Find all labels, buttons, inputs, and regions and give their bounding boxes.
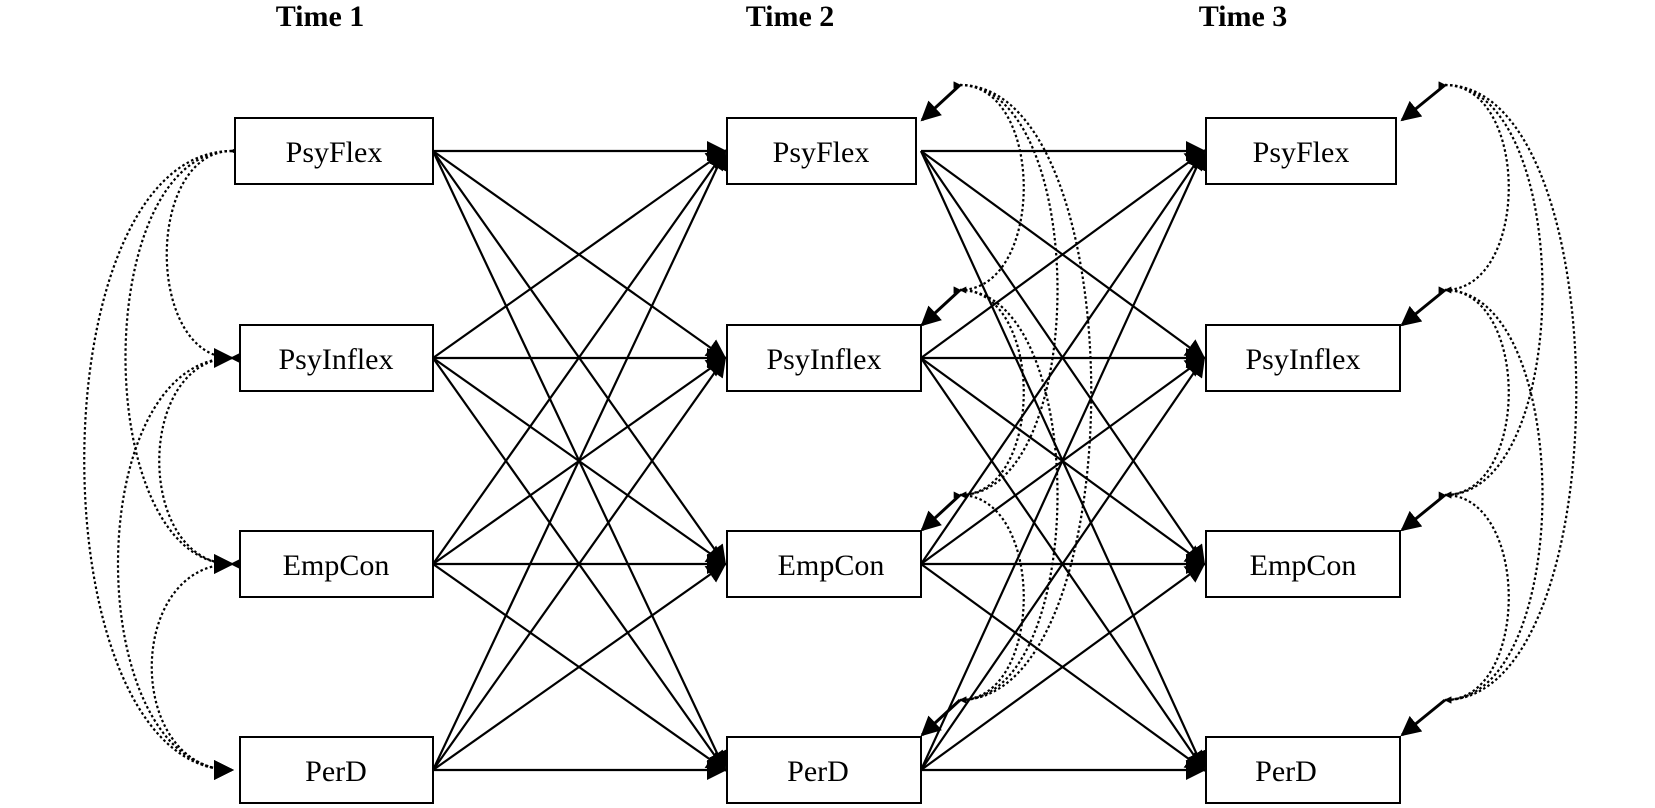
path-t2-perd-to-t3-empcon xyxy=(920,562,1206,771)
t3-residual-arrow-perd xyxy=(1400,698,1446,737)
t1-covariance-psyflex-psyinflex xyxy=(165,140,251,368)
t2-residual-arrow-perd xyxy=(920,698,962,737)
t2-residual-arrow-psyinflex xyxy=(920,288,962,327)
t3-residual-covariance-psyinflex-empcon xyxy=(1438,286,1510,499)
node-label: PerD xyxy=(1255,755,1317,788)
t3-residual-arrow-psyinflex xyxy=(1400,288,1446,327)
time-1-label: Time 1 xyxy=(276,0,365,33)
t3-residual-covariance-psyflex-psyinflex xyxy=(1438,81,1510,294)
time-2-psyinflex-node: PsyInflex xyxy=(726,324,922,392)
t2-residual-arrow-psyflex xyxy=(920,83,962,122)
path-t1-psyinflex-to-t2-psyflex xyxy=(432,149,727,359)
time-3-psyflex-node: PsyFlex xyxy=(1205,117,1397,185)
path-t2-perd-to-t3-psyinflex xyxy=(920,356,1206,771)
path-t2-perd-to-t3-psyflex xyxy=(919,149,1206,771)
node-label: PsyFlex xyxy=(773,136,870,169)
t2-residual-covariance-psyflex-psyinflex xyxy=(953,81,1025,294)
node-label: PerD xyxy=(787,755,849,788)
t2-residual-arrow-empcon xyxy=(920,493,962,532)
path-t2-empcon-to-t3-psyflex xyxy=(920,149,1206,565)
t3-residual-covariance-psyflex-empcon xyxy=(1438,81,1544,499)
time-3-perd-node: PerD xyxy=(1205,736,1401,804)
path-t1-empcon-to-t2-psyflex xyxy=(432,149,727,565)
t1-covariance-psyflex-empcon xyxy=(124,140,251,574)
node-label: PsyFlex xyxy=(286,136,383,169)
residual-paths xyxy=(920,83,1446,737)
time-3-empcon-node: EmpCon xyxy=(1205,530,1401,598)
t3-residual-covariance-psyinflex-perd xyxy=(1438,286,1544,704)
time-1-psyflex-node: PsyFlex xyxy=(234,117,434,185)
time-2-perd-node: PerD xyxy=(726,736,922,804)
node-label: PerD xyxy=(305,755,367,788)
time-3-label: Time 3 xyxy=(1199,0,1288,33)
t3-residual-arrow-empcon xyxy=(1400,493,1446,532)
time-2-empcon-node: EmpCon xyxy=(726,530,922,598)
covariance-paths xyxy=(83,81,1578,780)
node-label: PsyFlex xyxy=(1253,136,1350,169)
t1-covariance-empcon-perd xyxy=(150,553,251,780)
t2-residual-covariance-empcon-perd xyxy=(953,491,1025,704)
time-2-label: Time 2 xyxy=(746,0,835,33)
node-label: PsyInflex xyxy=(1246,343,1361,376)
t2-residual-covariance-psyinflex-perd xyxy=(953,286,1059,704)
t1-covariance-psyinflex-perd xyxy=(117,347,251,780)
node-label: EmpCon xyxy=(1250,549,1357,582)
t1-covariance-psyinflex-empcon xyxy=(158,347,251,574)
t1-covariance-psyflex-perd xyxy=(83,140,251,780)
path-t1-perd-to-t2-psyflex xyxy=(432,149,727,771)
time-1-perd-node: PerD xyxy=(239,736,434,804)
t3-residual-arrow-psyflex xyxy=(1400,83,1446,122)
t2-residual-covariance-psyflex-perd xyxy=(953,81,1093,704)
path-t1-perd-to-t2-empcon xyxy=(432,562,727,771)
path-t1-perd-to-t2-psyinflex xyxy=(432,356,727,771)
cross-lagged-paths xyxy=(432,141,1206,780)
time-3-psyinflex-node: PsyInflex xyxy=(1205,324,1401,392)
path-t2-psyinflex-to-t3-psyflex xyxy=(920,149,1206,359)
time-1-psyinflex-node: PsyInflex xyxy=(239,324,434,392)
node-label: EmpCon xyxy=(778,549,885,582)
t2-residual-covariance-psyflex-empcon xyxy=(953,81,1059,499)
node-label: EmpCon xyxy=(283,549,390,582)
node-label: PsyInflex xyxy=(767,343,882,376)
time-1-empcon-node: EmpCon xyxy=(239,530,434,598)
t3-residual-covariance-empcon-perd xyxy=(1438,491,1510,704)
t3-residual-covariance-psyflex-perd xyxy=(1438,81,1578,704)
node-label: PsyInflex xyxy=(279,343,394,376)
time-2-psyflex-node: PsyFlex xyxy=(726,117,917,185)
